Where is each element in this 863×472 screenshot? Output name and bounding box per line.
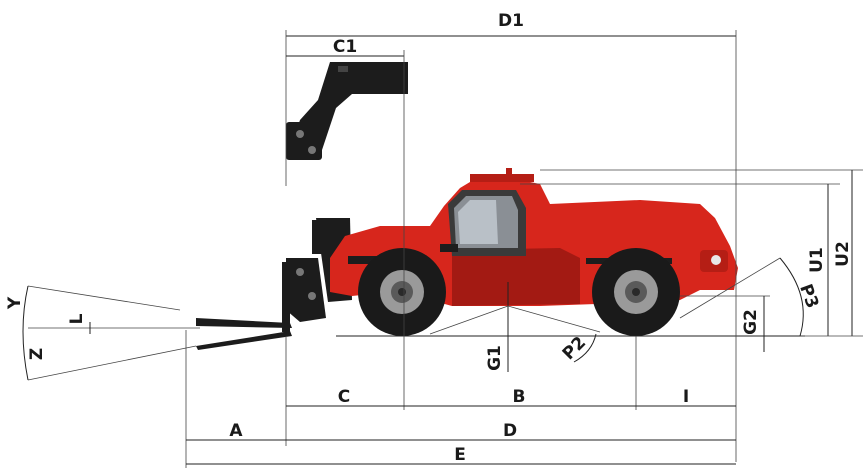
- raised-boom: [286, 62, 408, 160]
- label-y: Y: [5, 296, 25, 310]
- forks: [196, 262, 292, 350]
- cab: [440, 190, 526, 256]
- label-g1: G1: [485, 345, 505, 371]
- telehandler-illustration: [196, 62, 738, 350]
- label-g2: G2: [741, 309, 761, 335]
- label-d1: D1: [498, 11, 524, 31]
- label-b: B: [513, 387, 526, 407]
- label-u2: U2: [833, 241, 853, 267]
- dimension-lines: [22, 30, 863, 468]
- label-p3: P3: [795, 281, 822, 311]
- rear-wheel: [592, 248, 680, 336]
- label-p2: P2: [559, 333, 590, 364]
- label-c1: C1: [333, 37, 357, 57]
- label-z: Z: [27, 348, 47, 360]
- label-c: C: [338, 387, 350, 407]
- label-i: I: [683, 387, 689, 407]
- front-wheel: [358, 248, 446, 336]
- label-d: D: [503, 421, 517, 441]
- label-l: L: [67, 313, 87, 324]
- label-e: E: [454, 445, 466, 465]
- label-u1: U1: [807, 247, 827, 273]
- label-a: A: [229, 421, 243, 441]
